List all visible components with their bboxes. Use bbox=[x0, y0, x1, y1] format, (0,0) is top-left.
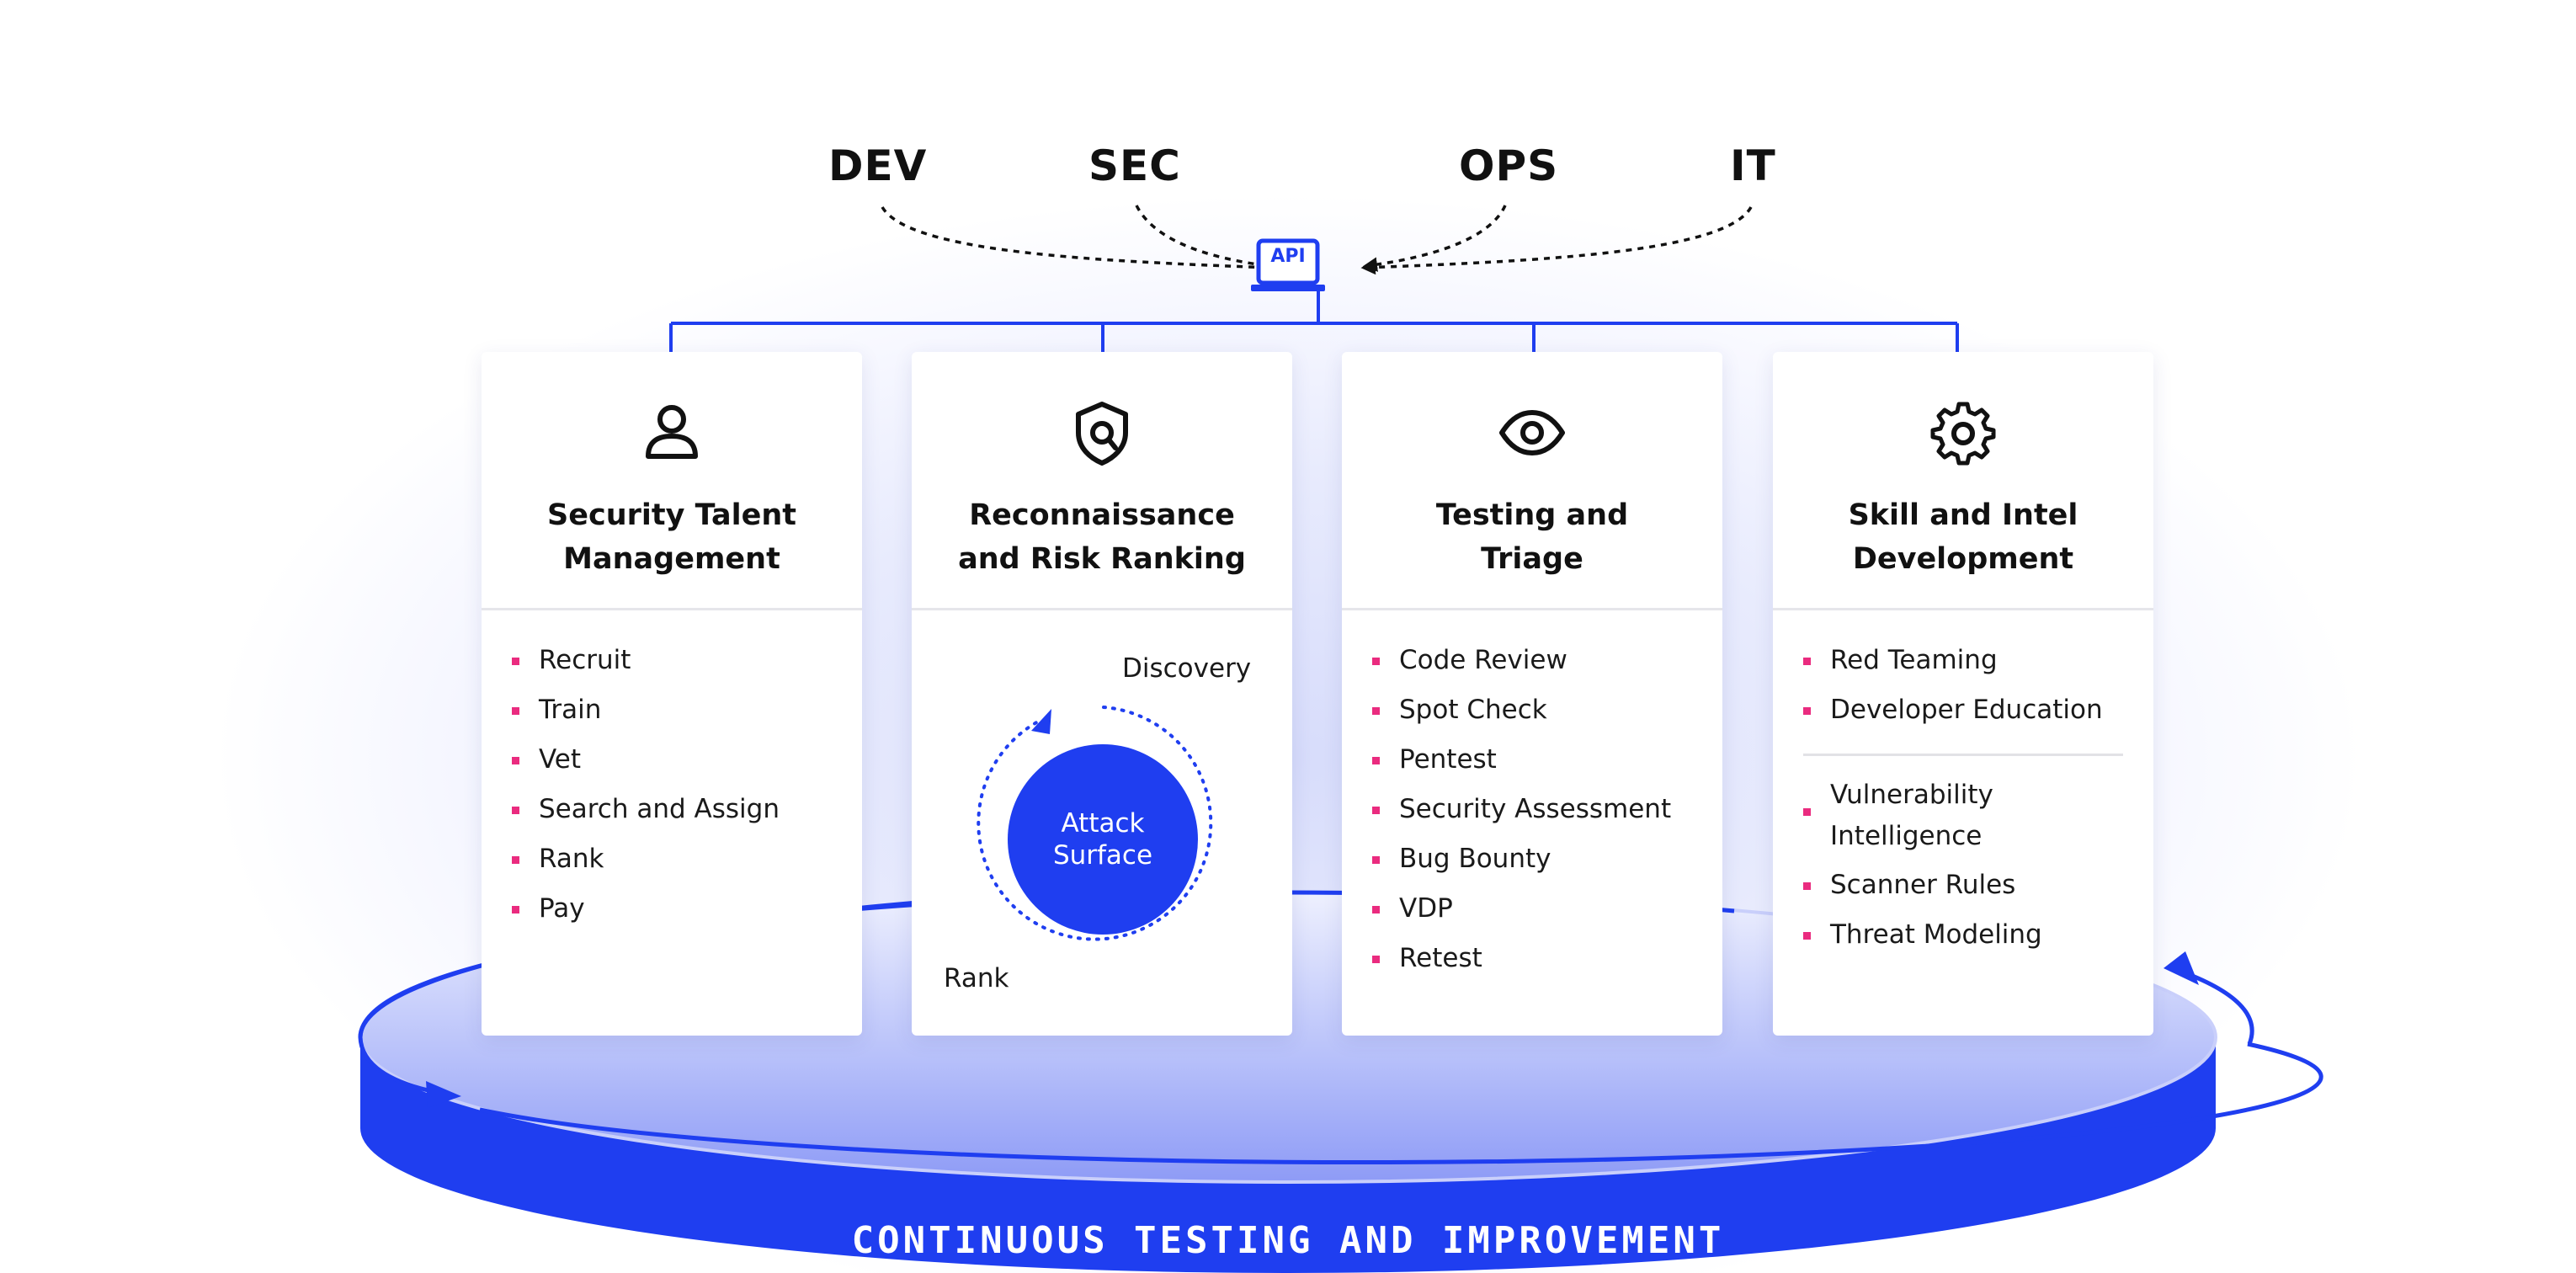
ops-arrow bbox=[1362, 205, 1507, 272]
card-security-talent-management: Security Talent Management Recruit Train… bbox=[482, 352, 862, 1036]
cycle-ring-front bbox=[479, 1041, 2323, 1165]
card-header: Security Talent Management bbox=[482, 352, 862, 610]
api-hub: API bbox=[1257, 242, 1319, 286]
list-item: Spot Check bbox=[1370, 685, 1722, 735]
it-arrow bbox=[1360, 206, 1753, 275]
card-title: Testing and Triage bbox=[1435, 498, 1629, 576]
discovery-label: Discovery bbox=[1122, 653, 1252, 684]
list-item: Pay bbox=[510, 884, 862, 934]
team-it: IT bbox=[1730, 141, 1776, 190]
card-title: Skill and Intel Development bbox=[1848, 498, 2078, 576]
rank-label: Rank bbox=[944, 963, 1009, 993]
ring-arrow-left bbox=[426, 1081, 461, 1108]
team-sec: SEC bbox=[1088, 141, 1181, 190]
talent-list: Recruit Train Vet Search and Assign Rank… bbox=[482, 610, 862, 934]
list-item: Retest bbox=[1370, 934, 1722, 983]
list-item: Threat Modeling bbox=[1802, 910, 2153, 960]
list-item: Search and Assign bbox=[510, 785, 862, 834]
laptop-icon bbox=[1251, 238, 1325, 291]
ring-arrow-right bbox=[2164, 951, 2199, 985]
list-item: Scanner Rules bbox=[1802, 860, 2153, 910]
shield-search-icon bbox=[1076, 402, 1128, 466]
card-testing-and-triage: Testing and Triage Code Review Spot Chec… bbox=[1342, 352, 1722, 1036]
api-label: API bbox=[1270, 246, 1306, 267]
dev-arrow bbox=[881, 206, 1275, 275]
team-dev: DEV bbox=[828, 141, 928, 190]
list-item: Vet bbox=[510, 735, 862, 785]
card-title: Reconnaissance and Risk Ranking bbox=[958, 498, 1246, 576]
card-skill-intel-development: Skill and Intel Development Red Teaming … bbox=[1773, 352, 2153, 1036]
skill-list-top: Red Teaming Developer Education bbox=[1773, 610, 2153, 735]
card-header: Reconnaissance and Risk Ranking bbox=[912, 352, 1292, 610]
recon-cycle bbox=[977, 706, 1213, 941]
card-title: Security Talent Management bbox=[547, 498, 796, 576]
list-divider bbox=[1803, 754, 2123, 756]
list-item: Vulnerability Intelligence bbox=[1802, 768, 2024, 860]
list-item: VDP bbox=[1370, 884, 1722, 934]
card-header: Testing and Triage bbox=[1342, 352, 1722, 610]
card-reconnaissance-risk-ranking: Reconnaissance and Risk Ranking Discover… bbox=[912, 352, 1292, 1036]
list-item: Recruit bbox=[510, 636, 862, 685]
attack-surface-circle: Attack Surface bbox=[1008, 744, 1198, 935]
eye-icon bbox=[1499, 410, 1565, 455]
sec-arrow bbox=[1135, 205, 1273, 272]
attack-surface-label: Attack bbox=[1061, 808, 1145, 839]
list-item: Bug Bounty bbox=[1370, 834, 1722, 884]
continuous-testing-label: CONTINUOUS TESTING AND IMPROVEMENT bbox=[851, 1219, 1725, 1262]
list-item: Code Review bbox=[1370, 636, 1722, 685]
cycle-dashed-arc bbox=[977, 706, 1213, 941]
list-item: Train bbox=[510, 685, 862, 735]
cycle-ring-right bbox=[2176, 967, 2254, 1045]
gear-icon bbox=[1930, 402, 1996, 466]
list-item: Red Teaming bbox=[1802, 636, 2153, 685]
skill-list-bottom: Vulnerability Intelligence Scanner Rules… bbox=[1773, 768, 2153, 960]
list-item: Pentest bbox=[1370, 735, 1722, 785]
cycle-arrow-icon bbox=[1031, 709, 1051, 734]
user-icon bbox=[646, 405, 698, 459]
team-ops: OPS bbox=[1459, 141, 1559, 190]
testing-list: Code Review Spot Check Pentest Security … bbox=[1342, 610, 1722, 983]
list-item: Rank bbox=[510, 834, 862, 884]
card-header: Skill and Intel Development bbox=[1773, 352, 2153, 610]
list-item: Developer Education bbox=[1802, 685, 2153, 735]
attack-surface-label-2: Surface bbox=[1052, 840, 1153, 871]
list-item: Security Assessment bbox=[1370, 785, 1722, 834]
